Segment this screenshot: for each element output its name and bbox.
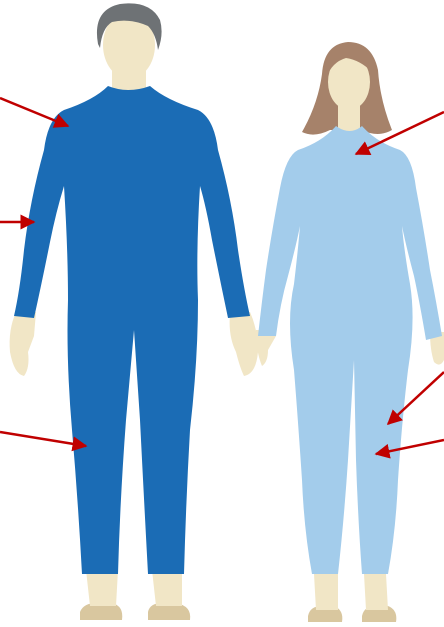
arrow-man-neck bbox=[0, 98, 68, 126]
man-figure bbox=[10, 3, 258, 620]
man-right-ankle bbox=[152, 570, 182, 606]
man-bodysuit bbox=[14, 86, 250, 574]
woman-left-ankle bbox=[314, 574, 338, 610]
woman-right-ankle bbox=[364, 574, 388, 610]
man-left-hand bbox=[10, 312, 36, 376]
woman-figure bbox=[256, 42, 444, 622]
woman-bodysuit bbox=[258, 126, 442, 574]
man-left-ankle bbox=[86, 570, 118, 606]
man-right-hand bbox=[230, 312, 258, 376]
